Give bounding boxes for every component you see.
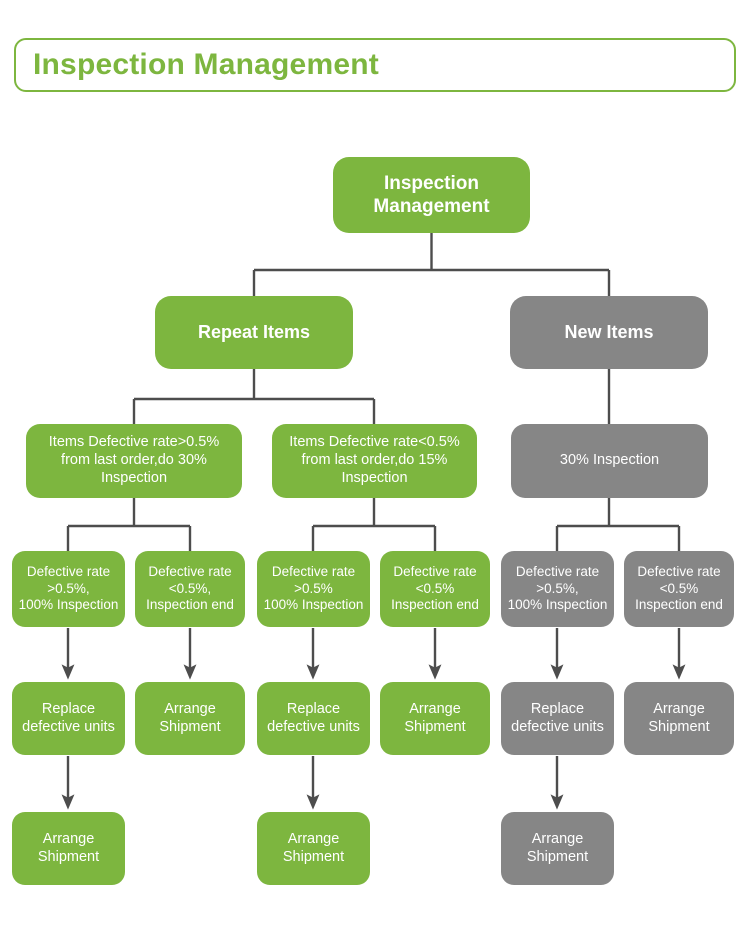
node-repeat-defective-lt[interactable]: Items Defective rate<0.5% from last orde… [272,424,477,498]
header-banner [14,38,736,92]
node-replace-defective-units-2[interactable]: Replace defective units [257,682,370,755]
node-r2-defective-lt[interactable]: Defective rate <0.5% Inspection end [380,551,490,627]
node-arrange-shipment-final-2[interactable]: Arrange Shipment [257,812,370,885]
page-title: Inspection Management [33,48,379,81]
node-r1-defective-gt[interactable]: Defective rate >0.5%, 100% Inspection [12,551,125,627]
node-replace-defective-units-1[interactable]: Replace defective units [12,682,125,755]
node-arrange-shipment-1[interactable]: Arrange Shipment [135,682,245,755]
node-repeat-defective-gt[interactable]: Items Defective rate>0.5% from last orde… [26,424,242,498]
node-r2-defective-gt[interactable]: Defective rate >0.5% 100% Inspection [257,551,370,627]
node-r3-defective-lt[interactable]: Defective rate <0.5% Inspection end [624,551,734,627]
node-r1-defective-lt[interactable]: Defective rate <0.5%, Inspection end [135,551,245,627]
node-arrange-shipment-final-3[interactable]: Arrange Shipment [501,812,614,885]
node-arrange-shipment-2[interactable]: Arrange Shipment [380,682,490,755]
node-repeat-items[interactable]: Repeat Items [155,296,353,369]
node-inspection-management[interactable]: Inspection Management [333,157,530,233]
node-arrange-shipment-final-1[interactable]: Arrange Shipment [12,812,125,885]
node-new-30-inspection[interactable]: 30% Inspection [511,424,708,498]
node-r3-defective-gt[interactable]: Defective rate >0.5%, 100% Inspection [501,551,614,627]
node-arrange-shipment-3[interactable]: Arrange Shipment [624,682,734,755]
node-new-items[interactable]: New Items [510,296,708,369]
node-replace-defective-units-3[interactable]: Replace defective units [501,682,614,755]
